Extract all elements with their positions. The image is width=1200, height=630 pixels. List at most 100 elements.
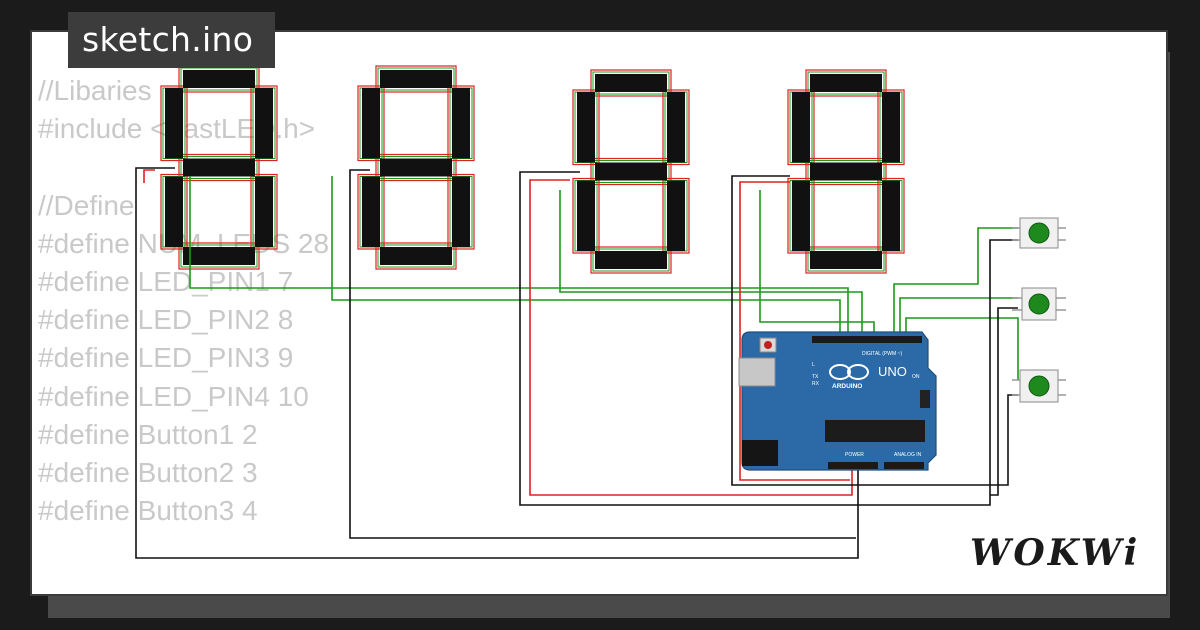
segment-wire-red [590, 69, 672, 97]
icsp-header [920, 390, 930, 408]
segment-f [577, 92, 595, 163]
segment-wire-green [377, 67, 455, 91]
segment-g [183, 158, 255, 177]
segment-wire-red [662, 89, 690, 166]
tx-label: TX [812, 374, 819, 380]
segment-wire-red [662, 177, 690, 254]
segment-wire-red [375, 153, 457, 182]
segment-e [165, 176, 183, 247]
segment-c [452, 176, 470, 247]
microcontroller-chip [825, 420, 925, 442]
analog-header[interactable] [884, 462, 924, 469]
segment-wire-red [572, 177, 600, 254]
code-line: #define LED_PIN1 7 [38, 266, 294, 298]
wire-green[interactable] [759, 190, 875, 335]
segment-d [810, 251, 882, 269]
power-label: POWER [845, 452, 864, 458]
push-button-1[interactable] [1012, 217, 1066, 249]
arduino-logo [829, 364, 869, 380]
on-label: ON [912, 374, 920, 380]
analog-label: ANALOG IN [894, 452, 922, 458]
segment-c [882, 180, 900, 251]
seven-segment-digit-2[interactable] [357, 65, 475, 270]
seven-segment-digit-1[interactable] [160, 65, 278, 270]
wire-black[interactable] [990, 307, 1018, 496]
wire-red[interactable] [143, 169, 155, 183]
segment-wire-red [590, 246, 672, 274]
segment-wire-red [805, 246, 887, 274]
segment-d [595, 251, 667, 269]
segment-d [380, 247, 452, 265]
rx-label: RX [812, 381, 820, 387]
code-line: #define LED_PIN3 9 [38, 342, 294, 374]
code-line: #define LED_PIN4 10 [38, 380, 309, 412]
seven-segment-digit-4[interactable] [787, 69, 905, 274]
wire-black[interactable] [349, 169, 856, 539]
segment-a [595, 74, 667, 92]
segment-wire-red [250, 173, 278, 250]
file-tab[interactable]: sketch.ino [68, 12, 276, 68]
segment-wire-green [807, 248, 885, 272]
seven-segment-displays [160, 65, 905, 274]
segment-wire-green [377, 156, 455, 179]
file-tab-label: sketch.ino [82, 20, 254, 59]
wire-red[interactable] [529, 179, 853, 496]
segment-wire-red [572, 89, 600, 166]
segment-wire-red [877, 177, 905, 254]
digital-header[interactable] [812, 336, 922, 343]
segment-wire-red [160, 173, 188, 250]
segment-wire-red [375, 242, 457, 270]
segment-e [577, 180, 595, 251]
wire-black[interactable] [731, 175, 1018, 486]
segment-a [810, 74, 882, 92]
wire-green[interactable] [331, 176, 841, 335]
segment-wire-green [807, 71, 885, 95]
power-header[interactable] [828, 462, 878, 469]
push-buttons [1012, 217, 1066, 403]
wires [135, 167, 1019, 559]
segment-wire-red [590, 157, 672, 186]
segment-wire-green [807, 160, 885, 183]
wire-black[interactable] [519, 171, 1018, 506]
push-button-3[interactable] [1012, 369, 1066, 403]
segment-wire-red [357, 85, 385, 162]
wire-green[interactable] [189, 176, 849, 335]
segment-a [183, 70, 255, 88]
board-model: UNO [878, 364, 907, 379]
l-label: L [812, 362, 815, 368]
segment-c [255, 176, 273, 247]
wokwi-logo: WOKWi [970, 532, 1141, 574]
segment-wire-red [178, 153, 260, 182]
wire-red[interactable] [739, 181, 850, 481]
segment-wire-red [160, 85, 188, 162]
segment-f [362, 88, 380, 159]
segment-wire-red [787, 89, 815, 166]
code-line: //Define [38, 189, 135, 221]
usb-port [738, 357, 776, 387]
code-line: #define Button2 3 [38, 457, 258, 489]
segment-e [792, 180, 810, 251]
segment-wire-red [447, 85, 475, 162]
segment-b [452, 88, 470, 159]
seven-segment-digit-3[interactable] [572, 69, 690, 274]
segment-b [255, 88, 273, 159]
wire-black[interactable] [135, 167, 859, 559]
segment-wire-red [805, 69, 887, 97]
wire-green[interactable] [899, 297, 1018, 335]
code-line: //Libaries [38, 75, 152, 106]
segment-wire-red [805, 157, 887, 186]
arduino-uno-board[interactable]: UNO ARDUINO DIGITAL (PWM ~) POWER ANALOG… [738, 331, 937, 471]
segment-wire-green [592, 71, 670, 95]
segment-e [362, 176, 380, 247]
segment-wire-red [357, 173, 385, 250]
wire-green[interactable] [559, 190, 863, 335]
push-button-2[interactable] [1012, 287, 1066, 321]
wire-green[interactable] [905, 317, 1019, 380]
digital-label: DIGITAL (PWM ~) [862, 351, 902, 357]
segment-b [882, 92, 900, 163]
wire-green[interactable] [893, 227, 1018, 335]
segment-wire-green [592, 248, 670, 272]
segment-a [380, 70, 452, 88]
board-brand: ARDUINO [832, 383, 862, 390]
